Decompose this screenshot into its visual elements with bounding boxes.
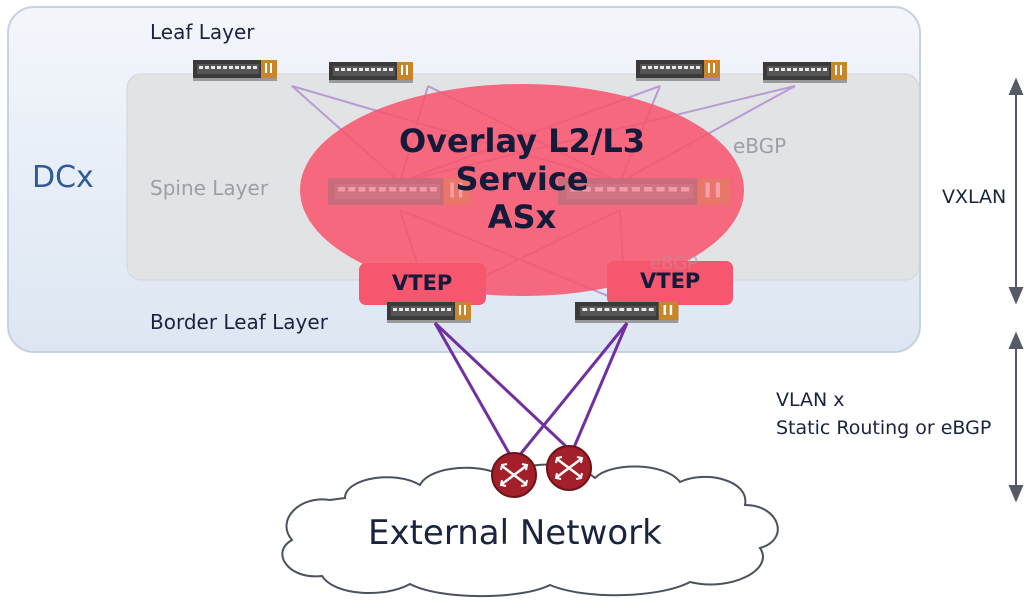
leaf-switch-icon bbox=[193, 60, 277, 81]
vtep-left-box bbox=[359, 263, 486, 305]
spine-layer-label: Spine Layer bbox=[150, 176, 269, 200]
leaf-layer-label: Leaf Layer bbox=[150, 20, 255, 44]
vtep-left-label: VTEP bbox=[392, 271, 453, 295]
vxlan-arrow-icon bbox=[1008, 77, 1024, 305]
vxlan-label: VXLAN bbox=[942, 186, 1007, 208]
ebgp-label: eBGP bbox=[733, 134, 787, 158]
border-router-links bbox=[433, 321, 629, 463]
dc-name-label: DCx bbox=[32, 160, 94, 195]
overlay-line-3: ASx bbox=[487, 198, 557, 236]
vlan-label: VLAN x bbox=[776, 389, 845, 411]
vlan-arrow-icon bbox=[1008, 331, 1024, 503]
border-leaf-layer-label: Border Leaf Layer bbox=[150, 310, 328, 334]
border-leaf-switch-icon bbox=[387, 302, 471, 323]
vtep-right-box bbox=[607, 261, 733, 305]
routing-label: Static Routing or eBGP bbox=[776, 417, 992, 439]
router-icon bbox=[491, 452, 537, 498]
leaf-switch-icon bbox=[636, 60, 720, 81]
overlay-service-ellipse bbox=[300, 84, 744, 296]
external-network-label: External Network bbox=[368, 513, 662, 553]
border-leaf-switch-icon bbox=[575, 302, 679, 323]
overlay-line-1: Overlay L2/L3 bbox=[398, 122, 646, 160]
leaf-switch-icon bbox=[763, 62, 847, 83]
overlay-line-2: Service bbox=[455, 160, 589, 198]
leaf-switch-icon bbox=[329, 62, 413, 83]
router-icon bbox=[546, 445, 592, 491]
ebgp-faint-label: eBGP bbox=[650, 253, 698, 274]
overlay-title: Overlay L2/L3 Service ASx bbox=[372, 122, 672, 236]
vtep-right-label: VTEP bbox=[640, 269, 701, 293]
